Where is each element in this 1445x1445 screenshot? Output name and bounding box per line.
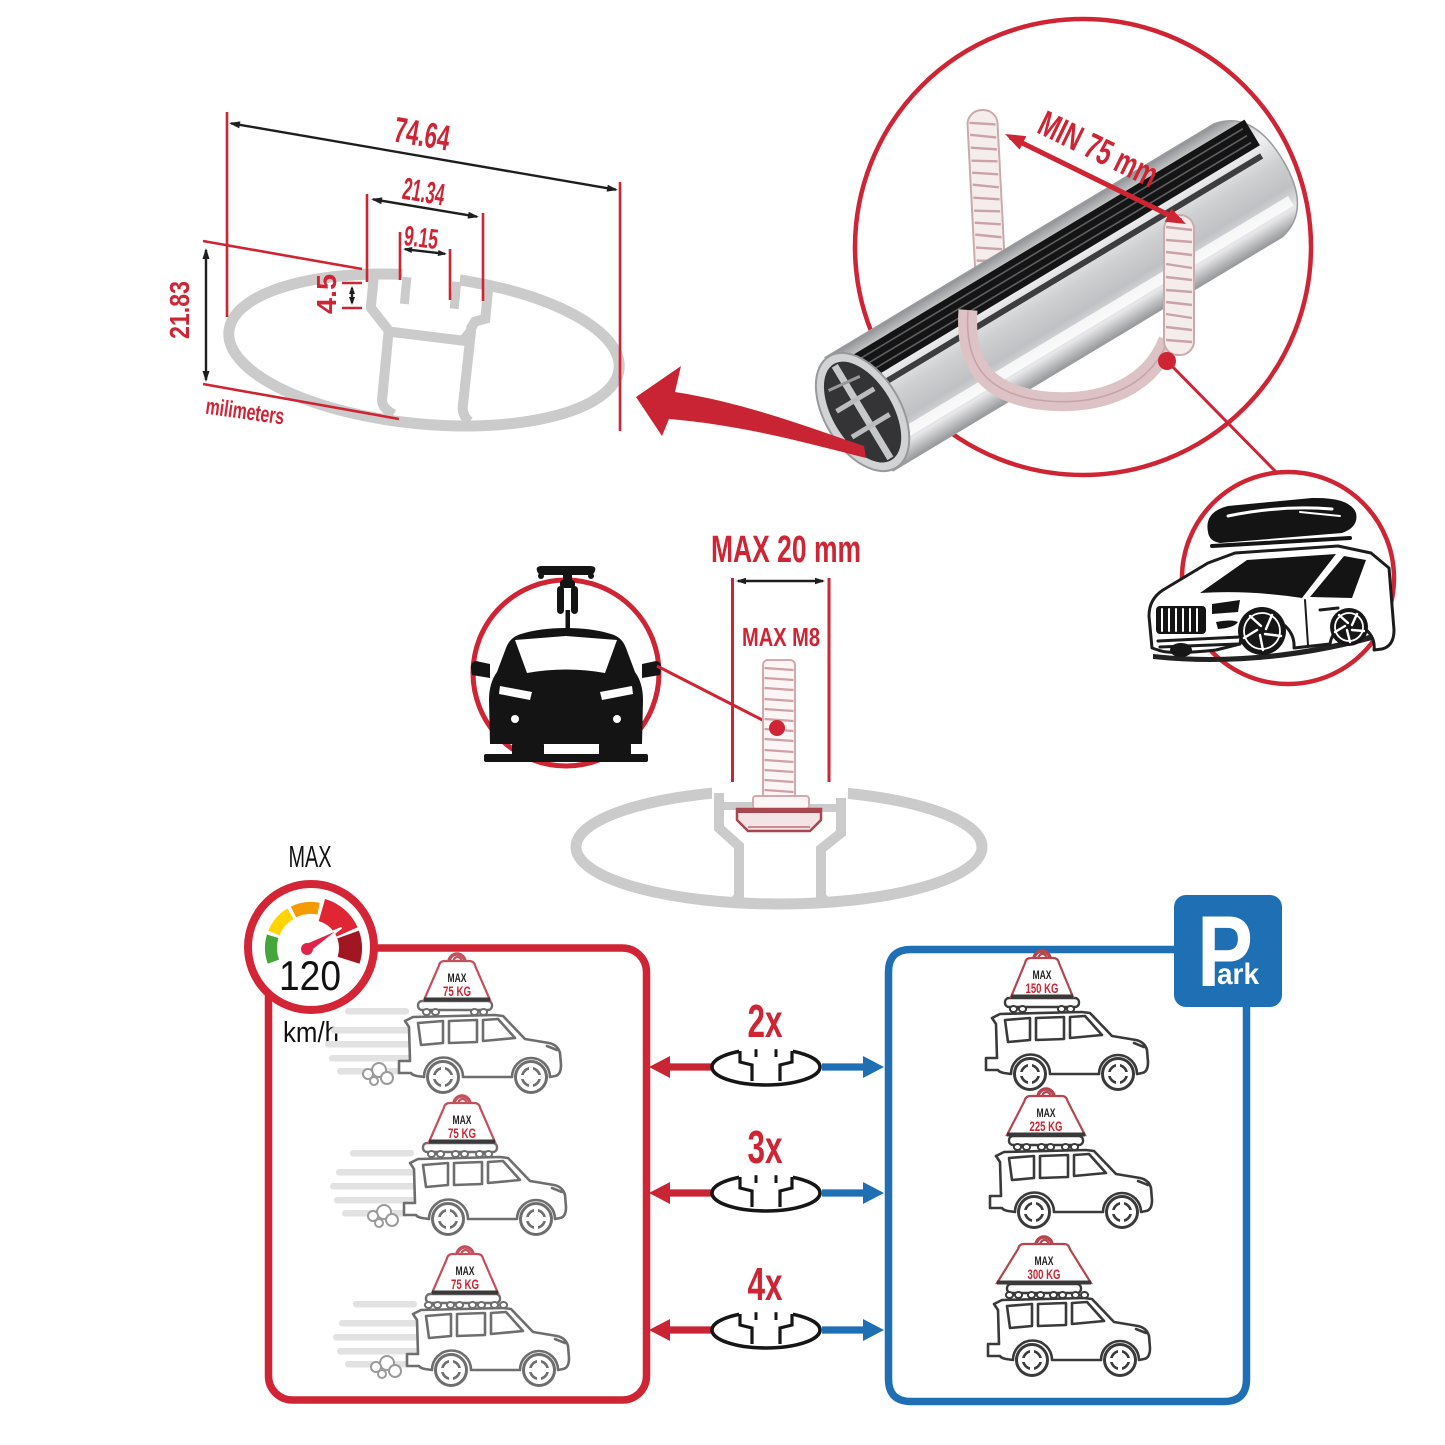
- svg-text:MAX: MAX: [289, 839, 332, 874]
- svg-text:MAX: MAX: [1033, 968, 1052, 982]
- svg-text:21.34: 21.34: [400, 171, 448, 213]
- svg-text:MAX 20 mm: MAX 20 mm: [711, 529, 861, 571]
- svg-text:2x: 2x: [748, 995, 783, 1047]
- svg-text:MAX: MAX: [453, 1113, 472, 1127]
- svg-text:21.83: 21.83: [164, 281, 195, 339]
- svg-text:9.15: 9.15: [402, 220, 440, 255]
- svg-text:P: P: [1197, 896, 1253, 1008]
- svg-text:75 KG: 75 KG: [443, 984, 471, 999]
- svg-text:MAX M8: MAX M8: [742, 622, 820, 652]
- svg-text:120: 120: [279, 952, 341, 999]
- svg-text:4x: 4x: [748, 1258, 783, 1310]
- svg-text:MAX: MAX: [456, 1264, 475, 1278]
- svg-text:ark: ark: [1217, 958, 1259, 991]
- svg-text:MAX: MAX: [448, 971, 467, 985]
- svg-text:MAX: MAX: [1035, 1254, 1054, 1268]
- svg-text:75 KG: 75 KG: [451, 1277, 479, 1292]
- svg-text:150 KG: 150 KG: [1026, 981, 1059, 996]
- svg-text:4.5: 4.5: [311, 274, 342, 314]
- svg-text:74.64: 74.64: [391, 109, 453, 159]
- svg-text:300 KG: 300 KG: [1028, 1267, 1061, 1282]
- svg-text:225 KG: 225 KG: [1030, 1119, 1063, 1134]
- svg-text:MAX: MAX: [1037, 1106, 1056, 1120]
- svg-text:3x: 3x: [748, 1121, 783, 1173]
- svg-text:75 KG: 75 KG: [448, 1126, 476, 1141]
